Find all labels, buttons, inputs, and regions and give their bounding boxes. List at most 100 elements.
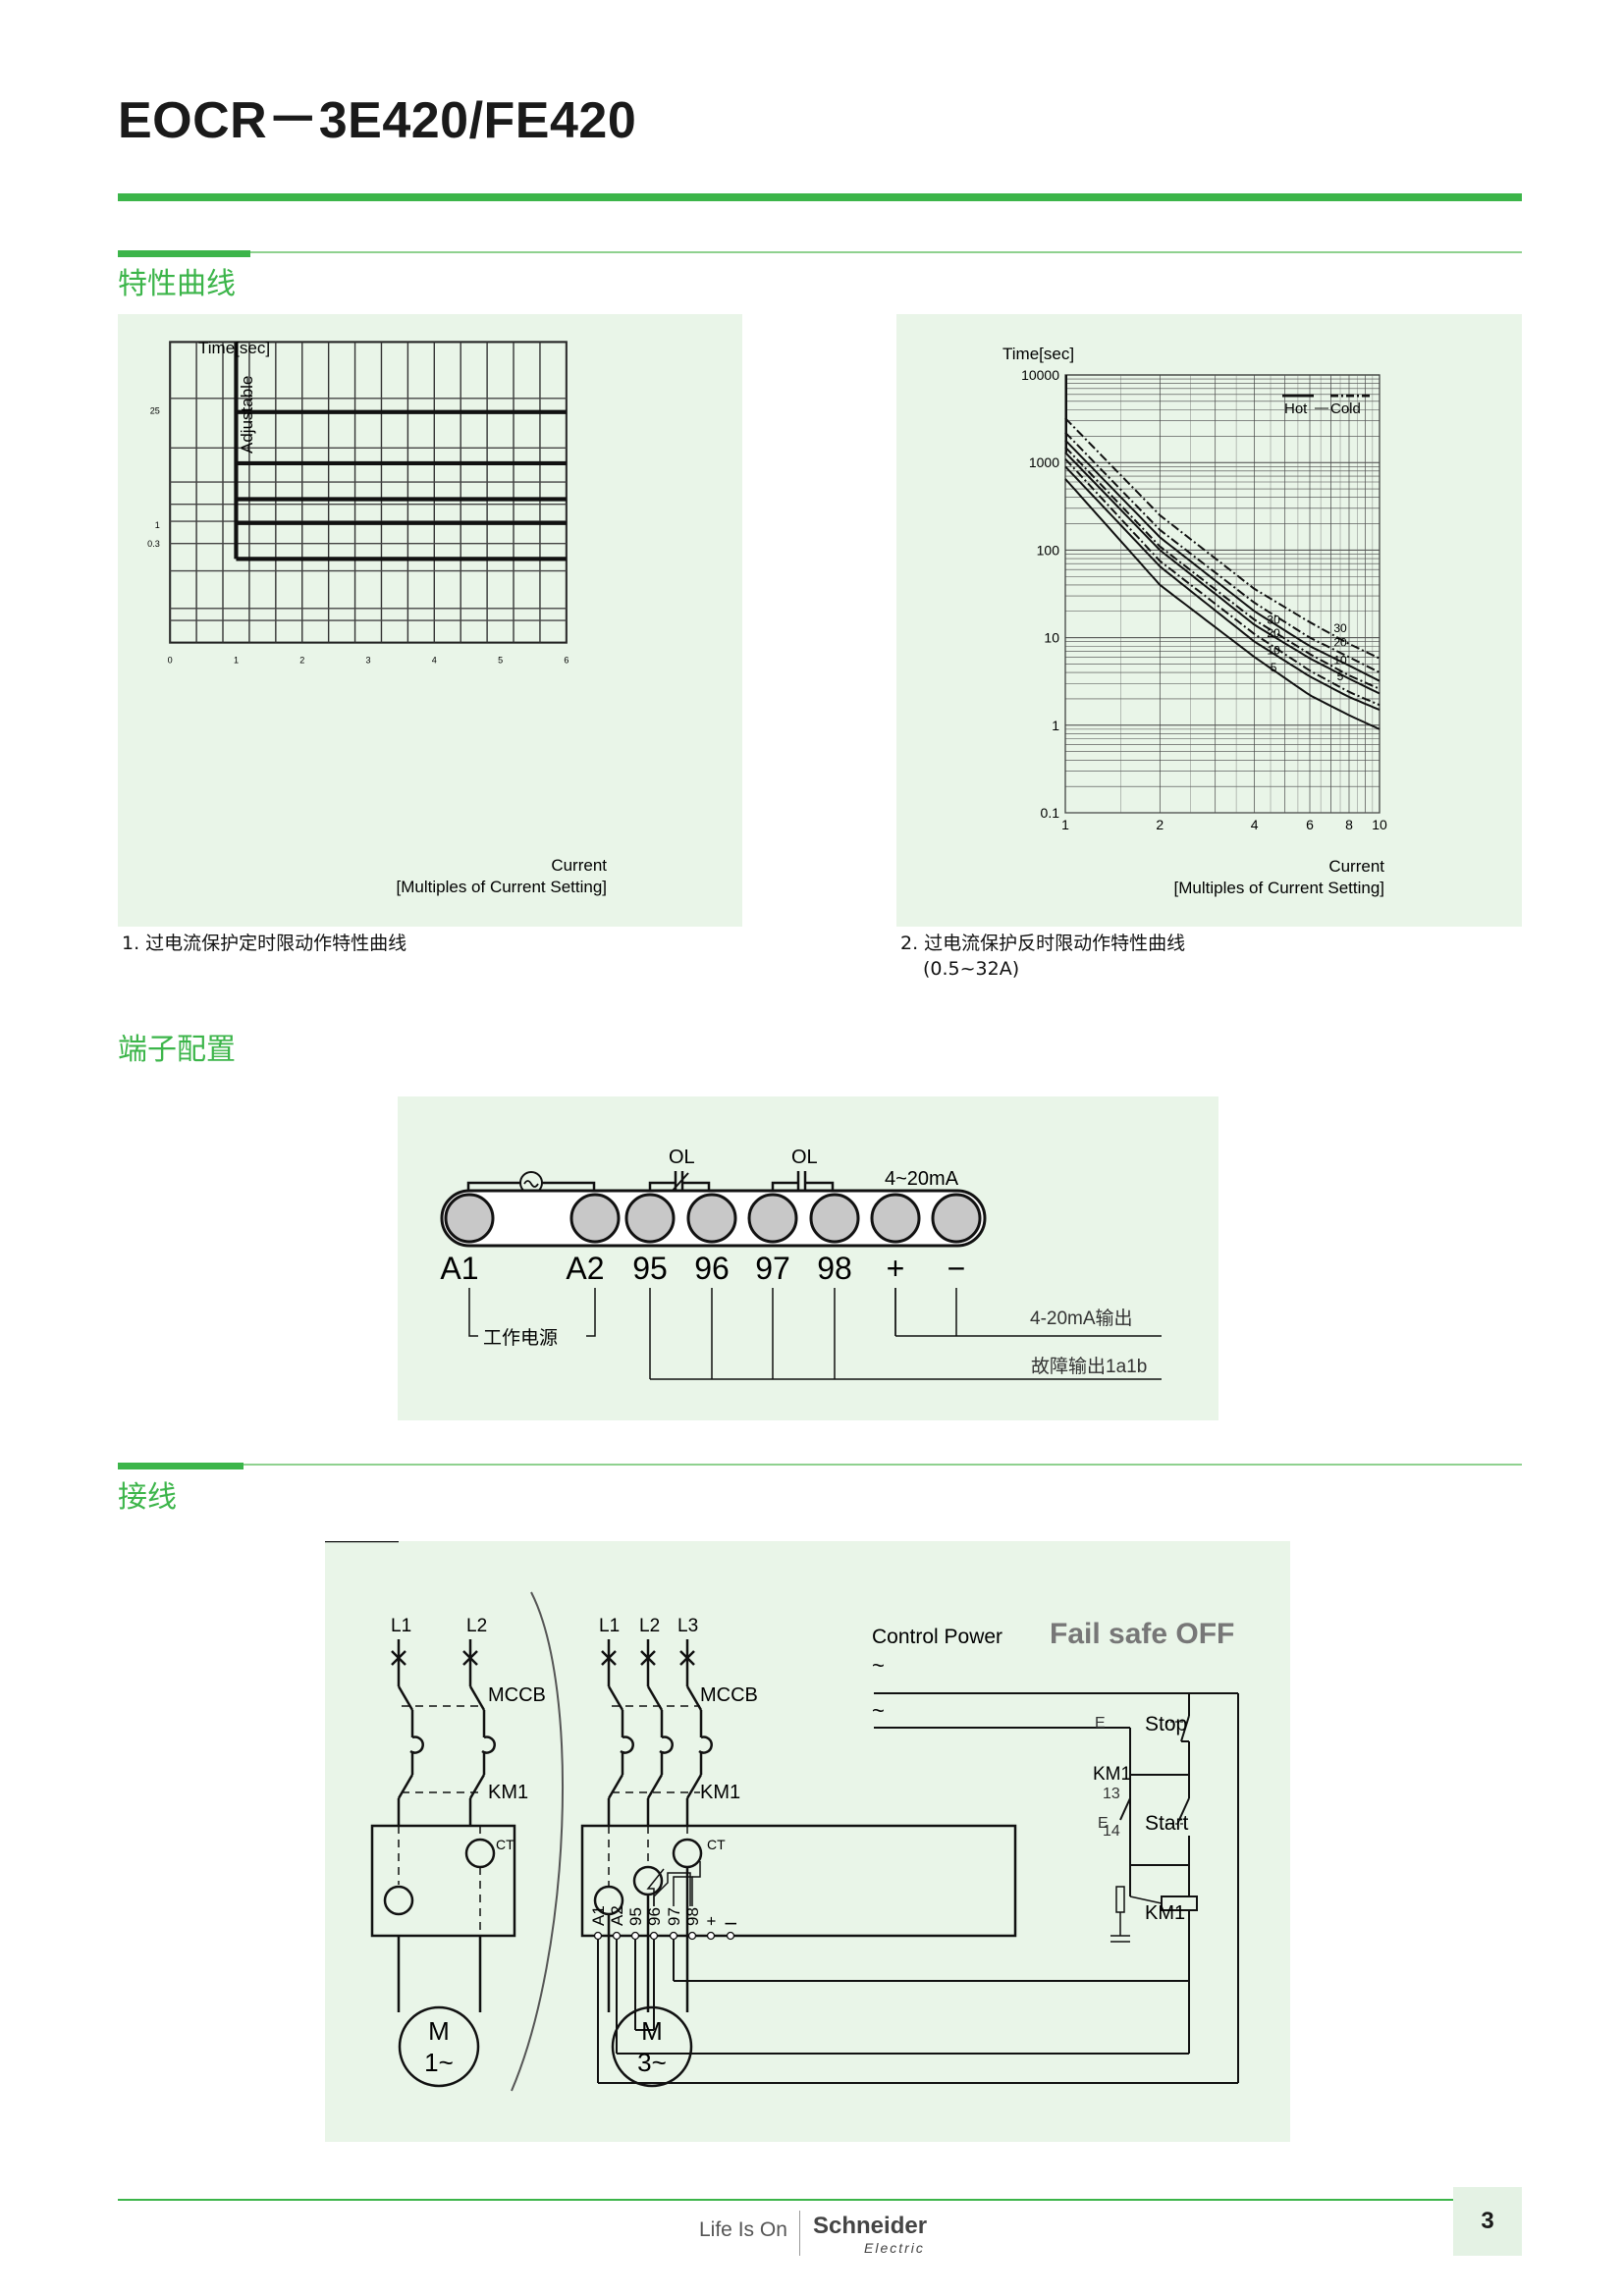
terminal-circle [444, 1193, 495, 1244]
ct-left-icon-2 [464, 1838, 496, 1869]
terminal-dot [706, 1931, 716, 1941]
terminal-label: A2 [566, 1251, 604, 1286]
chart1-curves [234, 342, 567, 561]
km-contact [468, 1774, 486, 1799]
terminal-dot [649, 1931, 659, 1941]
chart2-xlabel2: [Multiples of Current Setting] [1174, 879, 1384, 897]
terminal-circle [809, 1193, 860, 1244]
eocr-box-right [580, 1824, 1017, 1938]
terminal-circle [931, 1193, 982, 1244]
eocr-box-left [370, 1824, 516, 1938]
no-contact [692, 1861, 701, 1878]
nc-contact [646, 1868, 665, 1906]
relay-terminal-label: + [702, 1916, 721, 1926]
terminal-dot [687, 1931, 697, 1941]
chart2-xtick: 10 [1372, 817, 1387, 832]
km-contact [646, 1774, 664, 1799]
wiring-lines [370, 1639, 1239, 2088]
chart2-xtick: 1 [1061, 817, 1069, 832]
chart2-legend: Hot Cold [1282, 394, 1370, 417]
chart2-hot-label: 30 [1267, 614, 1280, 627]
power-label: 工作电源 [483, 1327, 558, 1349]
terminal-dot [612, 1931, 622, 1941]
chart2-grid [1064, 374, 1380, 814]
chart2-xlabel: Current [1328, 857, 1384, 876]
terminal-dot [726, 1931, 735, 1941]
chart1-frame [169, 341, 568, 644]
ct-right-2 [632, 1865, 664, 1896]
thermal-icon [620, 1735, 634, 1754]
aux-contact [1119, 1797, 1131, 1821]
wiring-panel: L1 L2 L1 L2 L3 MCCB MCCB KM1 KM1 CT CT M… [325, 1539, 1290, 2142]
chart2-ytick: 0.1 [1041, 805, 1060, 821]
terminal-circle [686, 1193, 737, 1244]
chart2-xtick: 8 [1345, 817, 1353, 832]
terminal-label: 97 [755, 1251, 790, 1286]
section-title-terminals: 端子配置 [118, 1033, 236, 1067]
control-power-label: Control Power [872, 1626, 1002, 1648]
terminal-label: A1 [440, 1251, 478, 1286]
relay-terminal-label: 95 [626, 1907, 645, 1926]
chart2-xtick: 6 [1306, 817, 1314, 832]
relay-terminal-label: I [722, 1921, 740, 1926]
wr-l2: L2 [639, 1616, 660, 1636]
chart1-xtick: 5 [498, 656, 503, 666]
tilde-2: ~ [872, 1698, 885, 1723]
chart1-grid [169, 341, 568, 644]
relay-terminal-label: 97 [665, 1907, 683, 1926]
wiring-diagram: L1 L2 L1 L2 L3 MCCB MCCB KM1 KM1 CT CT M… [325, 1539, 1239, 2092]
chart2-ytick: 10000 [1021, 367, 1059, 383]
ct-left-icon [383, 1885, 414, 1916]
chart2-cold-label: 30 [1333, 621, 1347, 635]
chart2-ytick: 1 [1052, 718, 1059, 733]
chart2-xtick: 4 [1251, 817, 1259, 832]
terminal-dot [669, 1931, 678, 1941]
relay-terminal-label: A1 [589, 1905, 608, 1926]
chart2-curve-hot-5 [1064, 478, 1380, 730]
km1-right: KM1 [700, 1782, 740, 1803]
motor1-m: M [428, 2016, 450, 2046]
chart2-cold-label: 5 [1337, 669, 1344, 683]
km-contact [607, 1774, 624, 1799]
chart1-ytick: 0.3 [147, 539, 160, 549]
life-is-on: Life Is On [699, 2218, 787, 2241]
terminal-circles [444, 1193, 982, 1244]
thermal-icon [481, 1735, 496, 1754]
terminal-circle [624, 1193, 676, 1244]
page-title: EOCR－3E420/FE420 [118, 92, 637, 149]
section-accent-2 [118, 1463, 244, 1469]
mccb-contact [397, 1685, 414, 1711]
thermal-icon [698, 1735, 713, 1754]
chart2-ytick: 100 [1037, 542, 1060, 558]
ct-right: CT [707, 1837, 726, 1852]
brand-logo: Schneider [813, 2213, 928, 2239]
chart2-ytick: 1000 [1029, 454, 1059, 470]
terminal-circle [870, 1193, 921, 1244]
chart2-caption: 2. 过电流保护反时限动作特性曲线 [900, 933, 1186, 954]
thermal-icon [659, 1735, 674, 1754]
ct-right-3 [672, 1838, 703, 1869]
km1-left: KM1 [488, 1782, 528, 1803]
ol-label-nc: OL [669, 1147, 695, 1168]
svg-text:.: . [1140, 1829, 1141, 1831]
wl-l2: L2 [466, 1616, 487, 1636]
chart2-curve-cold-30 [1064, 417, 1380, 660]
chart2-hot-label: 20 [1267, 626, 1280, 640]
section-accent [118, 250, 250, 257]
terminal-label: − [947, 1251, 966, 1286]
start-contact [1178, 1797, 1190, 1821]
chart1-ytick: 25 [150, 405, 160, 415]
motor3-phase: 3~ [637, 2048, 667, 2077]
terminal-label: 98 [817, 1251, 852, 1286]
terminal-label: + [887, 1251, 905, 1286]
relay-terminal-label: 96 [645, 1907, 664, 1926]
mccb-right: MCCB [700, 1684, 758, 1706]
terminal-circle [569, 1193, 621, 1244]
chart2-hot-label: 10 [1267, 644, 1280, 658]
relay-terminal-label: 98 [683, 1907, 702, 1926]
